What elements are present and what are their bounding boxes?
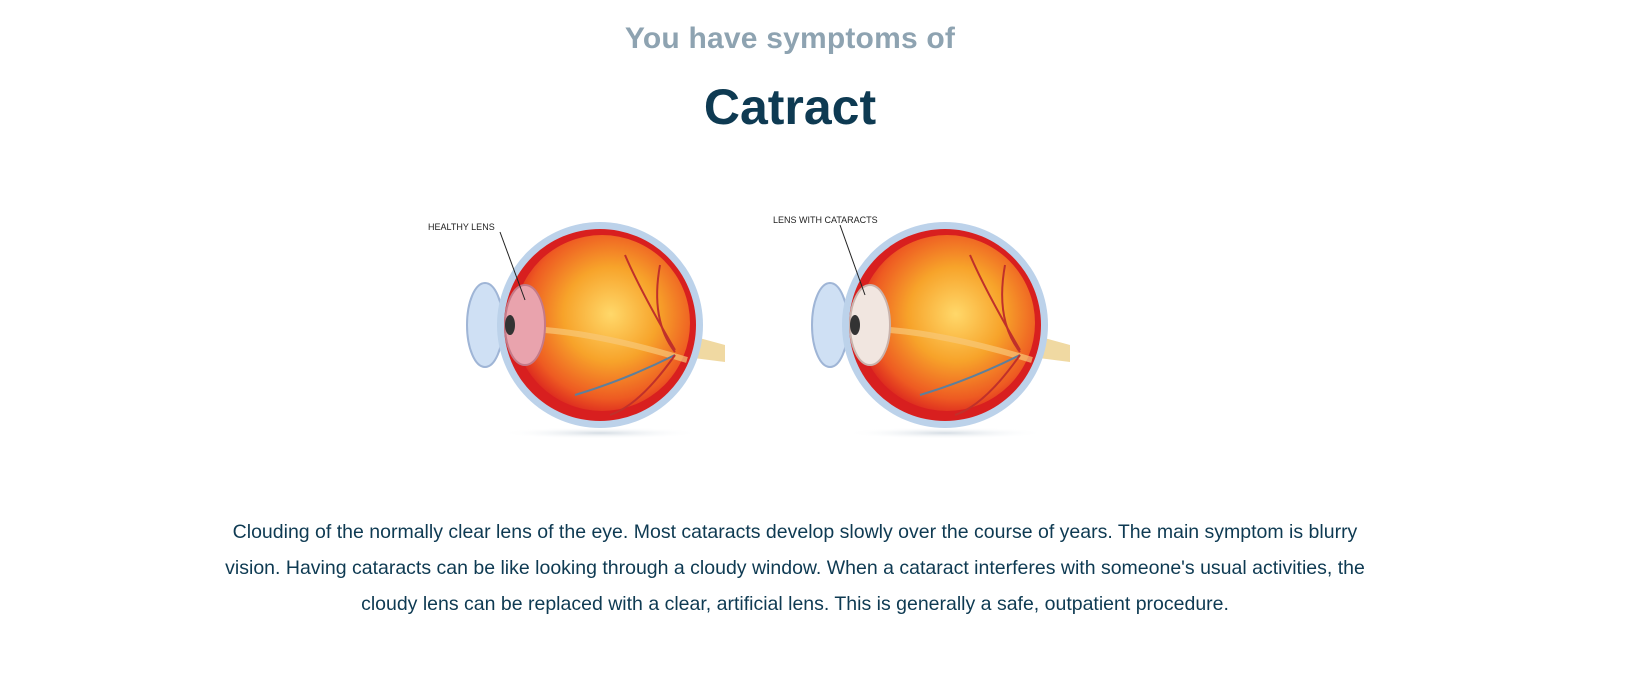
condition-description: Clouding of the normally clear lens of t… — [225, 521, 1365, 615]
condition-title: Catract — [703, 79, 877, 135]
cataract-lens-label: LENS WITH CATARACTS — [773, 215, 878, 225]
healthy-lens-label: HEALTHY LENS — [428, 222, 495, 232]
healthy-eye-icon: HEALTHY LENS — [428, 222, 725, 439]
cataract-eye-icon: LENS WITH CATARACTS — [773, 215, 1070, 439]
result-intro: You have symptoms of — [624, 22, 956, 55]
eye-comparison-illustration: HEALTHY LENS LENS WITH CATARACTS — [425, 210, 1105, 460]
